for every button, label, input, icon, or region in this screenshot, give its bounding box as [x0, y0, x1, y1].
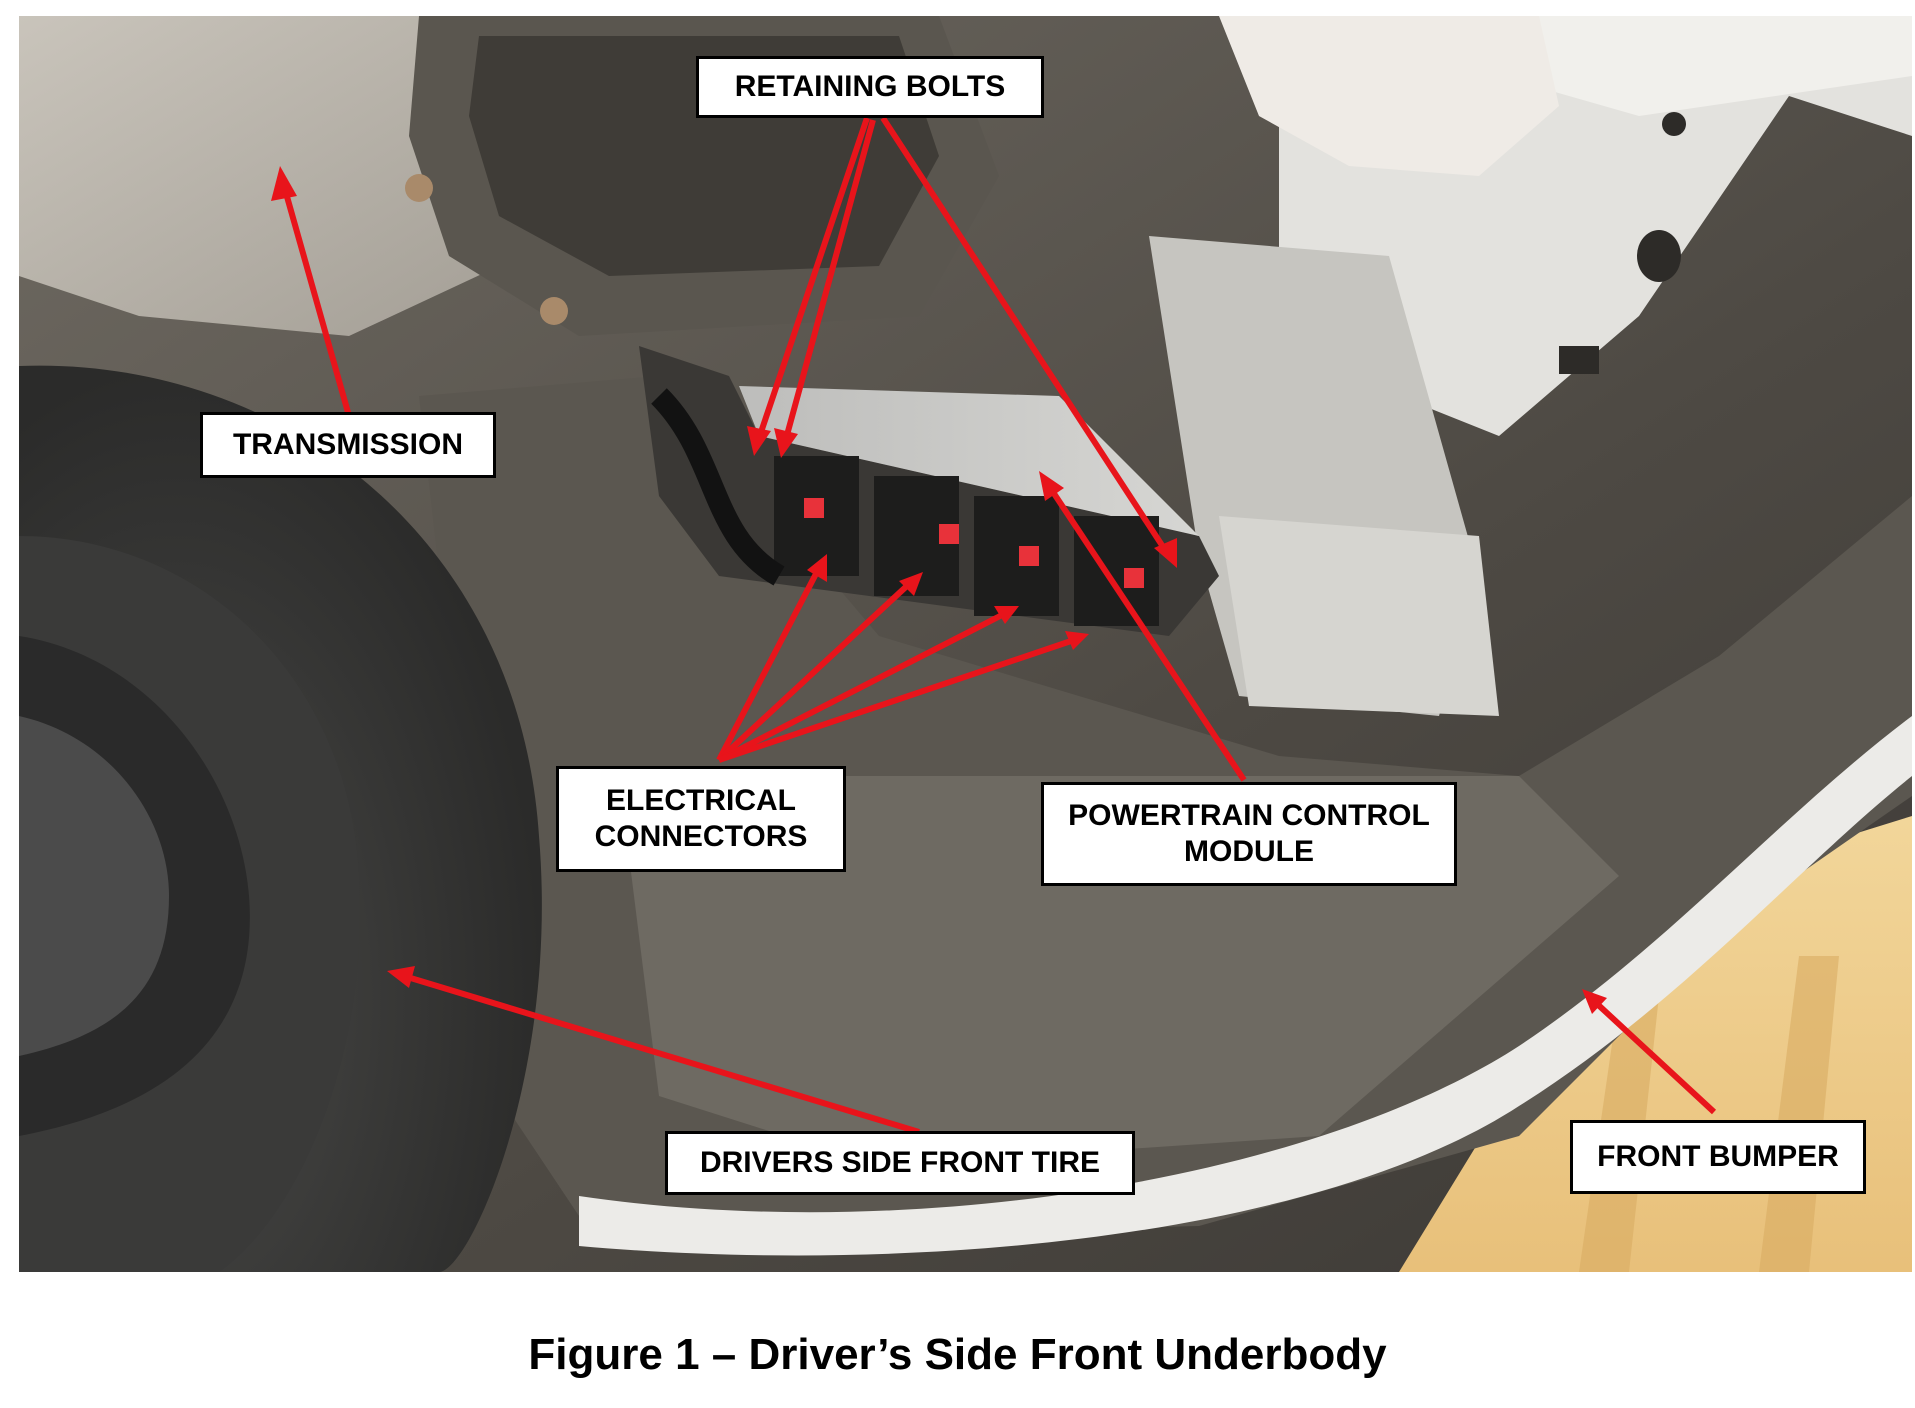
retaining-bolts-text: RETAINING BOLTS: [734, 70, 1006, 103]
pcm-line1: POWERTRAIN CONTROL: [1068, 799, 1430, 832]
arrow-bumper: [1591, 998, 1717, 1115]
arrow-conn-3: [717, 611, 1006, 763]
pcm-line2: MODULE: [1184, 835, 1314, 868]
figure-caption: Figure 1 – Driver’s Side Front Underbody: [528, 1330, 1387, 1379]
connector-lock-1: [804, 498, 824, 518]
arrow-conn-1-head: [807, 554, 827, 582]
bracket-lower: [1219, 516, 1499, 716]
arrow-tire-head: [387, 966, 415, 988]
transmission-label: TRANSMISSION: [200, 412, 496, 478]
arrow-conn-4: [718, 637, 1075, 763]
transmission-text: TRANSMISSION: [232, 428, 463, 461]
arrow-tire: [403, 973, 920, 1135]
pan-bolt-1: [405, 174, 433, 202]
arrow-conn-2-head: [899, 572, 923, 596]
pcm-connector-4: [1074, 516, 1159, 626]
frame-hole-1: [1662, 112, 1686, 136]
arrow-bolts-2-head: [774, 428, 798, 458]
retaining-bolts-label: RETAINING BOLTS: [696, 56, 1044, 118]
arrow-bolts-1-head: [747, 426, 771, 456]
front-bumper-label: FRONT BUMPER: [1570, 1120, 1866, 1194]
arrow-conn-1: [716, 566, 822, 762]
arrow-bolts-3: [880, 116, 1172, 558]
wheel-rim-inner: [19, 716, 169, 1056]
connector-lock-4: [1124, 568, 1144, 588]
arrow-conn-3-head: [994, 606, 1019, 624]
arrow-conn-2: [716, 581, 912, 763]
electrical-connectors-line2: CONNECTORS: [594, 820, 808, 853]
arrow-transmission: [281, 185, 352, 417]
arrow-bumper-head: [1582, 989, 1607, 1014]
callout-arrows: [271, 116, 1717, 1135]
electrical-connectors-line1: ELECTRICAL: [606, 784, 796, 817]
arrow-pcm: [1046, 484, 1247, 782]
technician-hand: [1219, 16, 1559, 176]
frame-rail-2: [1499, 16, 1912, 116]
connector-lock-2: [939, 524, 959, 544]
frame-slot: [1559, 346, 1599, 374]
frame-hole-2: [1637, 230, 1681, 282]
front-bumper: [579, 716, 1912, 1256]
pcm-connector-3: [974, 496, 1059, 616]
arrow-transmission-head: [271, 166, 297, 201]
underbody-photo: [19, 16, 1912, 1272]
pcm-label: POWERTRAIN CONTROL MODULE: [1041, 782, 1457, 886]
arrow-conn-4-head: [1065, 631, 1089, 650]
arrow-bolts-1: [754, 117, 870, 445]
connector-lock-3: [1019, 546, 1039, 566]
drivers-side-front-tire-label: DRIVERS SIDE FRONT TIRE: [665, 1131, 1135, 1195]
arrow-bolts-3-head: [1154, 538, 1177, 568]
drivers-side-front-tire-text: DRIVERS SIDE FRONT TIRE: [699, 1146, 1101, 1179]
wiring-harness: [651, 388, 785, 586]
front-bumper-text: FRONT BUMPER: [1597, 1140, 1839, 1173]
electrical-connectors-label: ELECTRICAL CONNECTORS: [556, 766, 846, 872]
arrow-pcm-head: [1039, 471, 1064, 501]
pan-bolt-2: [540, 297, 568, 325]
arrow-bolts-2: [781, 119, 876, 447]
